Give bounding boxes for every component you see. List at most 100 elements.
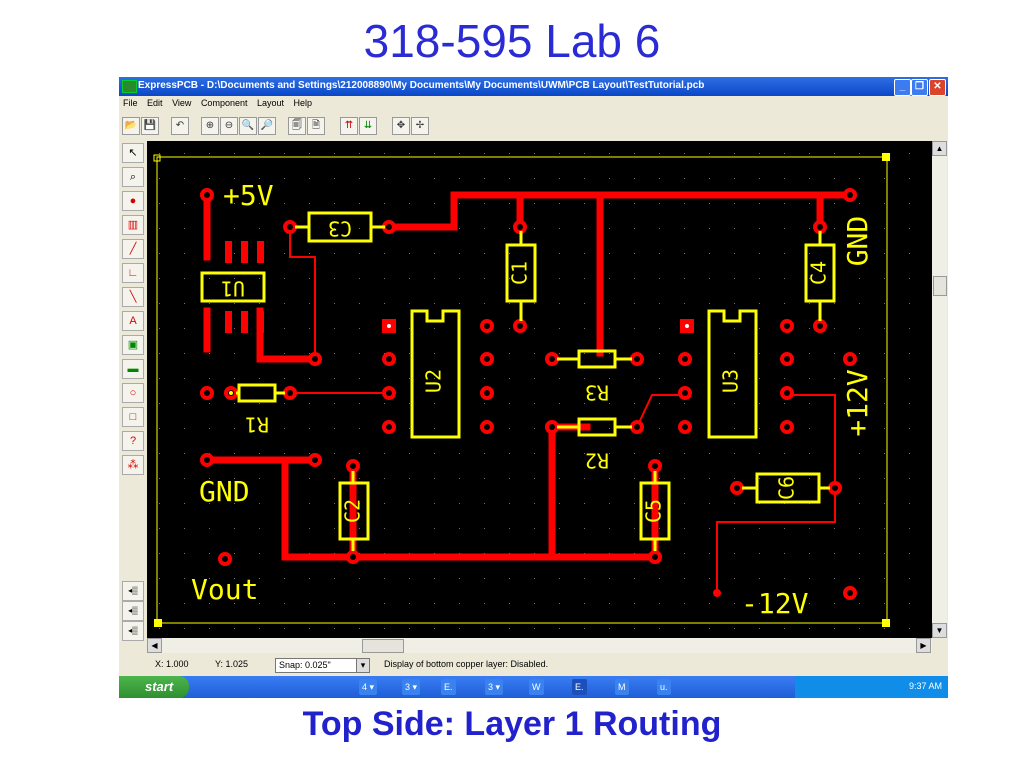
menu-component[interactable]: Component <box>200 98 248 108</box>
slide-title: 318-595 Lab 6 <box>363 15 661 67</box>
open-icon[interactable]: 📂 <box>122 117 140 135</box>
trace-icon[interactable]: ╱ <box>122 239 144 259</box>
pad-icon[interactable]: ● <box>122 191 144 211</box>
designators: U1 C3 C1 C4 U2 U3 R3 R2 R1 C2 C5 C6 <box>221 217 831 524</box>
text-icon[interactable]: A <box>122 311 144 331</box>
scroll-up-arrow[interactable]: ▲ <box>932 141 947 156</box>
r2-label: R2 <box>585 449 609 473</box>
plus12v-label: +12V <box>841 369 874 437</box>
left-tool-palette: ↖ ⌕ ● ▥ ╱ ∟ ╲ A ▣ ▬ ○ □ ? ⁂ ◂▒ ◂▒ ◂▒ <box>119 141 146 661</box>
net-icon[interactable]: ⁂ <box>122 455 144 475</box>
main-toolbar: 📂 💾 ↶ ⊕ ⊖ 🔍 🔎 🗐 🗎 ⇈ ⇊ ✥ ✢ <box>119 111 948 137</box>
close-button[interactable]: ✕ <box>929 79 946 96</box>
scroll-down-arrow[interactable]: ▼ <box>932 623 947 638</box>
c6-label: C6 <box>775 476 799 500</box>
signal-traces <box>289 227 836 593</box>
properties-icon[interactable]: 🗐 <box>288 117 306 135</box>
c1-label: C1 <box>508 261 532 285</box>
board-outline <box>156 156 888 624</box>
corner-icon[interactable]: ∟ <box>122 263 144 283</box>
taskbar-group-ie[interactable]: 3 ▾ <box>402 679 421 695</box>
menu-bar: File Edit View Component Layout Help <box>119 96 948 110</box>
bottom-layer-icon[interactable]: ⇊ <box>359 117 377 135</box>
pcb-layout: U1 C3 C1 C4 U2 U3 R3 R2 R1 C2 C5 C6 +5V … <box>147 141 932 638</box>
r1-label: R1 <box>245 413 269 437</box>
r3-label: R3 <box>585 381 609 405</box>
title-bar[interactable]: ExpressPCB - D:\Documents and Settings\2… <box>119 77 948 96</box>
save-icon[interactable]: 💾 <box>141 117 159 135</box>
menu-view[interactable]: View <box>172 98 192 108</box>
horizontal-scrollbar[interactable]: ◀ ▶ <box>147 638 932 653</box>
zoom-tool-icon[interactable]: ⌕ <box>122 167 144 187</box>
component-icon[interactable]: ▥ <box>122 215 144 235</box>
taskbar-item-expresspcb[interactable]: E. <box>572 679 587 695</box>
layer-bottom-button[interactable]: ◂▒ <box>122 601 144 621</box>
outline-handle[interactable] <box>153 154 161 162</box>
netlist-icon[interactable]: 🗎 <box>307 117 325 135</box>
minimize-button[interactable]: _ <box>894 79 911 96</box>
c4-label: C4 <box>807 261 831 285</box>
zoom-in-icon[interactable]: ⊕ <box>201 117 219 135</box>
silkscreen <box>200 211 836 551</box>
vertical-scrollbar[interactable]: ▲ ▼ <box>932 141 947 638</box>
vout-label: Vout <box>191 573 258 606</box>
zoom-fit-icon[interactable]: 🔎 <box>258 117 276 135</box>
pan-icon[interactable]: ✢ <box>411 117 429 135</box>
c3-label: C3 <box>328 217 352 241</box>
outline-handle[interactable] <box>882 619 890 627</box>
taskbar-item-m[interactable]: M <box>615 679 629 695</box>
fill-icon[interactable]: ▣ <box>122 335 144 355</box>
vertical-scroll-thumb[interactable] <box>933 276 947 296</box>
window-title: ExpressPCB - D:\Documents and Settings\2… <box>138 80 705 91</box>
windows-taskbar: start 4 ▾ 3 ▾ E. 3 ▾ W E. M u. 9:37 AM <box>119 676 948 698</box>
menu-help[interactable]: Help <box>293 98 313 108</box>
pad-cores <box>229 391 233 395</box>
taskbar-item-u[interactable]: u. <box>657 679 671 695</box>
outline-handle[interactable] <box>154 619 162 627</box>
taskbar-group-outlook[interactable]: 3 ▾ <box>485 679 504 695</box>
u1-label: U1 <box>221 277 245 301</box>
net-labels: +5V GND Vout GND +12V -12V <box>191 179 874 620</box>
layer-silk-button[interactable]: ◂▒ <box>122 621 144 641</box>
zoom-area-icon[interactable]: 🔍 <box>239 117 257 135</box>
minus12v-label: -12V <box>741 587 809 620</box>
menu-edit[interactable]: Edit <box>147 98 163 108</box>
query-icon[interactable]: ? <box>122 431 144 451</box>
layer-top-button[interactable]: ◂▒ <box>122 581 144 601</box>
expresspcb-window: ExpressPCB - D:\Documents and Settings\2… <box>119 77 948 698</box>
taskbar-group-folders[interactable]: 4 ▾ <box>359 679 378 695</box>
expresspcb-app-icon <box>122 80 137 93</box>
circle-icon[interactable]: ○ <box>122 383 144 403</box>
taskbar-item-w[interactable]: W <box>529 679 544 695</box>
board-icon[interactable]: ▬ <box>122 359 144 379</box>
select-icon[interactable]: ↖ <box>122 143 144 163</box>
menu-file[interactable]: File <box>123 98 138 108</box>
maximize-button[interactable]: ❐ <box>911 79 928 96</box>
outline-handle[interactable] <box>882 153 890 161</box>
horizontal-scroll-thumb[interactable] <box>362 639 404 653</box>
u1-footprint <box>225 241 264 333</box>
menu-layout[interactable]: Layout <box>256 98 285 108</box>
diagonal-icon[interactable]: ╲ <box>122 287 144 307</box>
undo-icon[interactable]: ↶ <box>171 117 189 135</box>
start-button[interactable]: start <box>119 676 189 698</box>
scroll-right-arrow[interactable]: ▶ <box>916 638 931 653</box>
snap-select[interactable]: Snap: 0.025" <box>275 658 370 673</box>
taskbar-clock: 9:37 AM <box>908 681 942 691</box>
scroll-left-arrow[interactable]: ◀ <box>147 638 162 653</box>
gnd-right-label: GND <box>841 216 874 267</box>
u2-label: U2 <box>422 369 446 393</box>
plus5v-label: +5V <box>223 179 274 212</box>
outline-icon[interactable]: □ <box>122 407 144 427</box>
system-tray: 9:37 AM <box>795 676 948 698</box>
pads <box>200 188 857 600</box>
move-icon[interactable]: ✥ <box>392 117 410 135</box>
top-layer-icon[interactable]: ⇈ <box>340 117 358 135</box>
slide-caption: Top Side: Layer 1 Routing <box>302 705 722 743</box>
pcb-canvas[interactable]: U1 C3 C1 C4 U2 U3 R3 R2 R1 C2 C5 C6 +5V … <box>147 141 932 638</box>
snap-dropdown-icon[interactable]: ▾ <box>356 658 370 673</box>
taskbar-item-e[interactable]: E. <box>441 679 456 695</box>
zoom-out-icon[interactable]: ⊖ <box>220 117 238 135</box>
u3-label: U3 <box>719 369 743 393</box>
x-coordinate: X: 1.000 <box>155 659 189 669</box>
